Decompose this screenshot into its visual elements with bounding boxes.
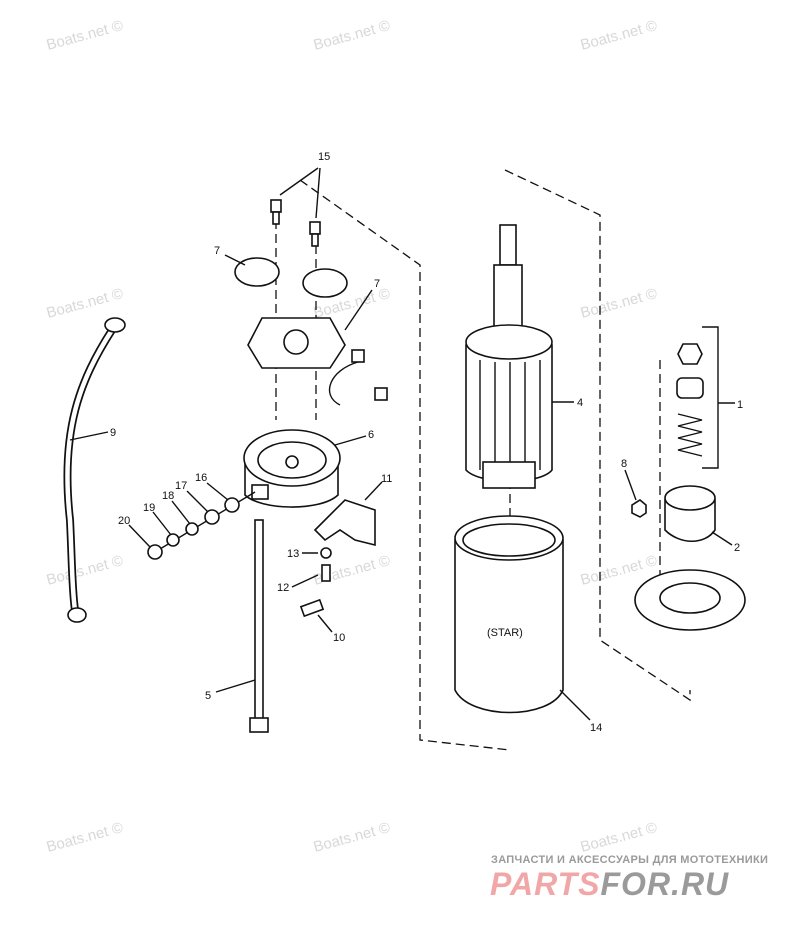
watermark: Boats.net © xyxy=(45,17,125,54)
watermark: Boats.net © xyxy=(45,819,125,856)
watermark: Boats.net © xyxy=(312,819,392,856)
callout-16: 16 xyxy=(195,472,207,484)
leader-lines xyxy=(69,167,735,721)
washers-nuts xyxy=(147,491,256,560)
watermark: Boats.net © xyxy=(45,552,125,589)
logo-part-1: PARTS xyxy=(490,866,601,902)
callout-13: 13 xyxy=(287,548,299,560)
callout-8: 8 xyxy=(621,458,627,470)
brand-tagline: ЗАПЧАСТИ И АКСЕССУАРЫ ДЛЯ МОТОТЕХНИКИ xyxy=(491,854,769,866)
callout-15: 15 xyxy=(318,151,330,163)
callout-11: 11 xyxy=(381,473,392,485)
callout-1: 1 xyxy=(737,399,743,411)
callout-19: 19 xyxy=(143,502,155,514)
callout-2: 2 xyxy=(734,542,740,554)
watermark: Boats.net © xyxy=(312,17,392,54)
brush-holder xyxy=(234,257,388,406)
callout-14: 14 xyxy=(590,722,602,734)
callout-7: 7 xyxy=(214,245,220,257)
through-bolt-part-5 xyxy=(249,519,269,733)
bracket-part-11 xyxy=(299,499,376,618)
callout-5: 5 xyxy=(205,690,211,702)
cable-part-9 xyxy=(63,317,126,623)
callout-4: 4 xyxy=(577,397,583,409)
armature-part-4 xyxy=(465,224,553,489)
housing-label: (STAR) xyxy=(487,627,523,639)
watermark: Boats.net © xyxy=(579,285,659,322)
brand-logo: PARTSFOR.RU xyxy=(490,866,729,903)
callout-labels: 15 7 7 9 6 4 1 8 11 16 17 18 19 20 13 12… xyxy=(110,151,743,734)
callout-17: 17 xyxy=(175,480,187,492)
callout-6: 6 xyxy=(368,429,374,441)
end-cap-part-6 xyxy=(243,429,341,508)
watermark: Boats.net © xyxy=(579,819,659,856)
logo-part-2: FOR.RU xyxy=(600,866,730,902)
watermarks: Boats.net © Boats.net © Boats.net © Boat… xyxy=(45,17,659,856)
callout-12: 12 xyxy=(277,582,289,594)
watermark: Boats.net © xyxy=(45,285,125,322)
callout-18: 18 xyxy=(162,490,174,502)
screws-part-15 xyxy=(270,199,321,247)
housing-part-14: (STAR) xyxy=(454,515,564,714)
callout-10: 10 xyxy=(333,632,345,644)
callout-9: 9 xyxy=(110,427,116,439)
watermark: Boats.net © xyxy=(579,17,659,54)
callout-20: 20 xyxy=(118,515,130,527)
drive-assembly xyxy=(631,326,746,631)
callout-7: 7 xyxy=(374,278,380,290)
